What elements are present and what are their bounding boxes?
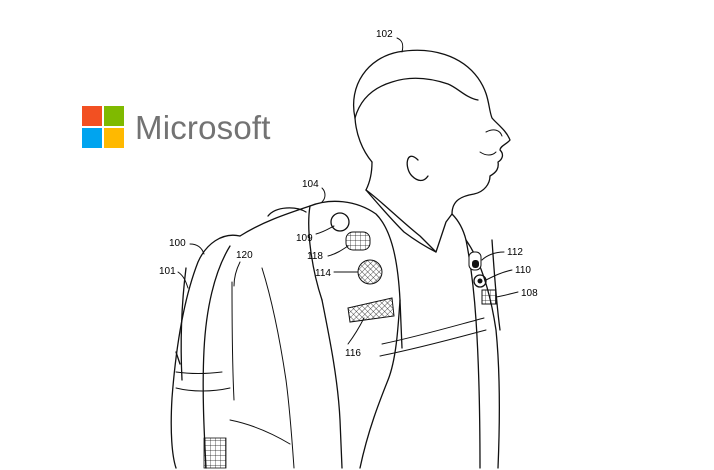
leader-108 [495,291,519,298]
zipper-pull [175,351,181,365]
microsoft-logo-icon [82,106,124,148]
label-114: 114 [315,268,331,279]
back-outline [239,205,311,237]
head-outline [353,49,511,215]
logo-tile-yellow [104,128,124,148]
button-112-fill [472,260,479,268]
button-110-core [477,278,483,284]
leader-120 [233,261,241,287]
leader-118 [327,245,349,257]
leader-116 [347,317,365,345]
patch-108 [481,289,497,305]
textile-band-116 [347,297,395,323]
backpack-front-panel [202,245,231,469]
leader-100 [189,243,205,255]
label-116: 116 [345,348,361,359]
arm-front [359,299,401,469]
logo-tile-red [82,106,102,126]
label-104: 104 [302,179,319,190]
sensor-114 [357,259,383,285]
label-112: 112 [507,247,523,258]
backpack-side [180,267,187,381]
sensor-118 [345,231,371,251]
shoulder-strap-inner [308,205,323,301]
leader-109 [315,225,335,235]
microsoft-wordmark: Microsoft [135,108,271,146]
leader-112 [481,251,505,261]
ear [406,155,429,182]
backpack-pocket [175,371,231,392]
label-118: 118 [307,251,323,262]
microsoft-logo: Microsoft [82,106,271,148]
hairline [354,77,479,119]
sensor-109 [330,212,350,232]
label-110: 110 [515,265,531,276]
collar-left [365,189,437,253]
backpack-body [170,234,241,469]
label-108: 108 [521,288,538,299]
bottom-patch [203,437,227,469]
leader-110 [485,269,513,281]
backpack-zipper [231,281,235,401]
sleeve-fold [229,267,295,469]
label-109: 109 [296,233,313,244]
hair-back [354,117,373,163]
label-120: 120 [236,250,253,261]
logo-tile-blue [82,128,102,148]
logo-tile-green [104,106,124,126]
leader-102 [396,37,404,53]
leader-101 [177,271,189,289]
arm-outline [321,299,343,469]
button-110 [473,274,487,288]
leader-104 [321,187,326,203]
face-detail [479,129,503,156]
label-101: 101 [159,266,176,277]
backpack-top-handle [267,207,307,217]
label-102: 102 [376,29,393,40]
label-100: 100 [169,238,186,249]
neck [365,161,373,191]
shoulder-strap [309,200,403,349]
